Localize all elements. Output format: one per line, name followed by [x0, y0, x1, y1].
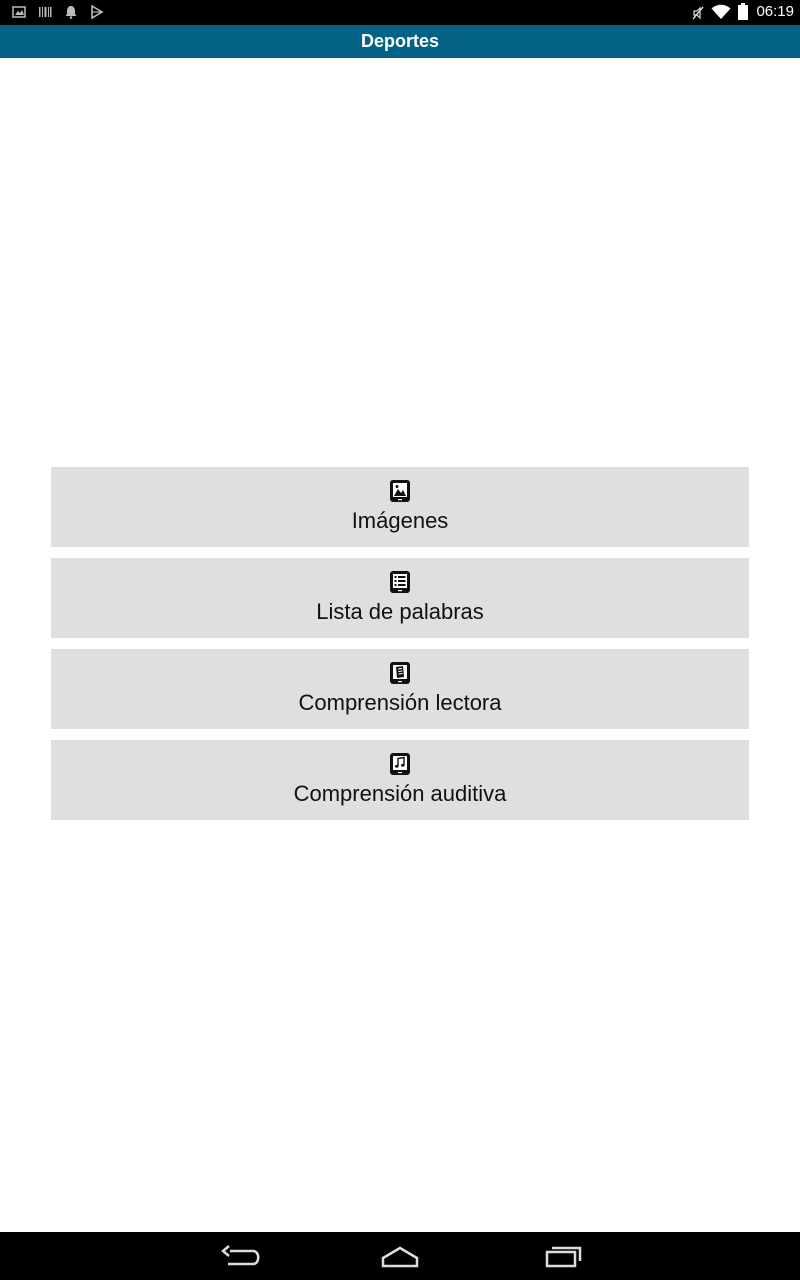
reading-comprehension-label: Comprensión lectora [298, 690, 502, 715]
image-tablet-icon [390, 480, 410, 502]
action-bar: Deportes [0, 25, 800, 58]
back-icon[interactable] [208, 1242, 268, 1270]
image-notification-icon [12, 6, 26, 18]
images-label: Imágenes [351, 508, 449, 533]
bell-icon [65, 6, 77, 19]
word-list-label: Lista de palabras [316, 599, 484, 624]
home-icon[interactable] [370, 1242, 430, 1270]
word-list-tablet-icon [390, 571, 410, 593]
word-list-button[interactable]: Lista de palabras [51, 558, 749, 638]
navigation-bar [0, 1232, 800, 1280]
activity-menu: Imágenes Lista de palabras Comprensión l… [51, 467, 749, 831]
listening-comprehension-label: Comprensión auditiva [293, 781, 507, 806]
reading-comprehension-button[interactable]: Comprensión lectora [51, 649, 749, 729]
page-title: Deportes [360, 31, 440, 51]
images-button[interactable]: Imágenes [51, 467, 749, 547]
wifi-icon [711, 4, 731, 19]
battery-icon [738, 3, 748, 20]
status-bar: 06:19 [0, 0, 800, 25]
music-tablet-icon [390, 753, 410, 775]
recent-apps-icon[interactable] [533, 1242, 593, 1270]
reading-tablet-icon [390, 662, 410, 684]
play-store-icon [91, 5, 104, 19]
barcode-icon [39, 7, 52, 17]
mute-icon [692, 6, 704, 20]
listening-comprehension-button[interactable]: Comprensión auditiva [51, 740, 749, 820]
clock: 06:19 [756, 3, 794, 20]
